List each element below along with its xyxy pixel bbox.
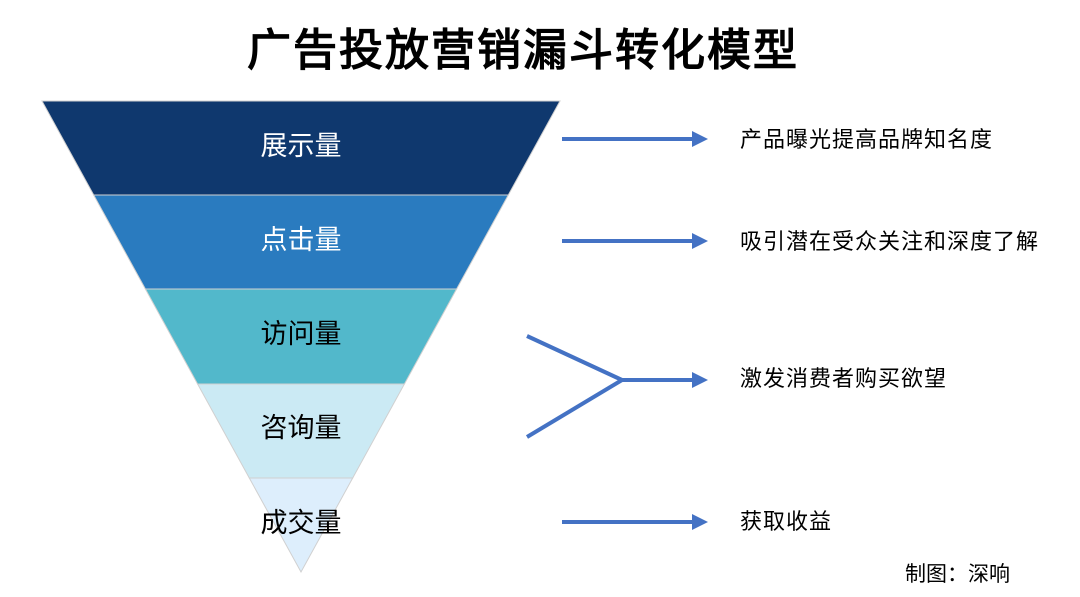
stage-label-impressions: 展示量 — [260, 131, 342, 162]
stage-label-conversions: 成交量 — [260, 508, 342, 539]
stage-label-inquiries: 咨询量 — [260, 413, 342, 444]
branch-line-lower — [525, 378, 624, 439]
description-desire: 激发消费者购买欲望 — [740, 367, 948, 392]
stage-label-clicks: 点击量 — [260, 225, 342, 256]
credit-text: 制图：深响 — [905, 562, 1010, 586]
description-revenue: 获取收益 — [740, 510, 833, 535]
branch-line-upper — [526, 334, 623, 382]
description-exposure: 产品曝光提高品牌知名度 — [740, 128, 994, 153]
stage-label-visits: 访问量 — [260, 319, 342, 350]
funnel-band-conversions — [248, 477, 354, 574]
diagram-title: 广告投放营销漏斗转化模型 — [247, 25, 799, 76]
description-attention: 吸引潜在受众关注和深度了解 — [740, 230, 1040, 255]
